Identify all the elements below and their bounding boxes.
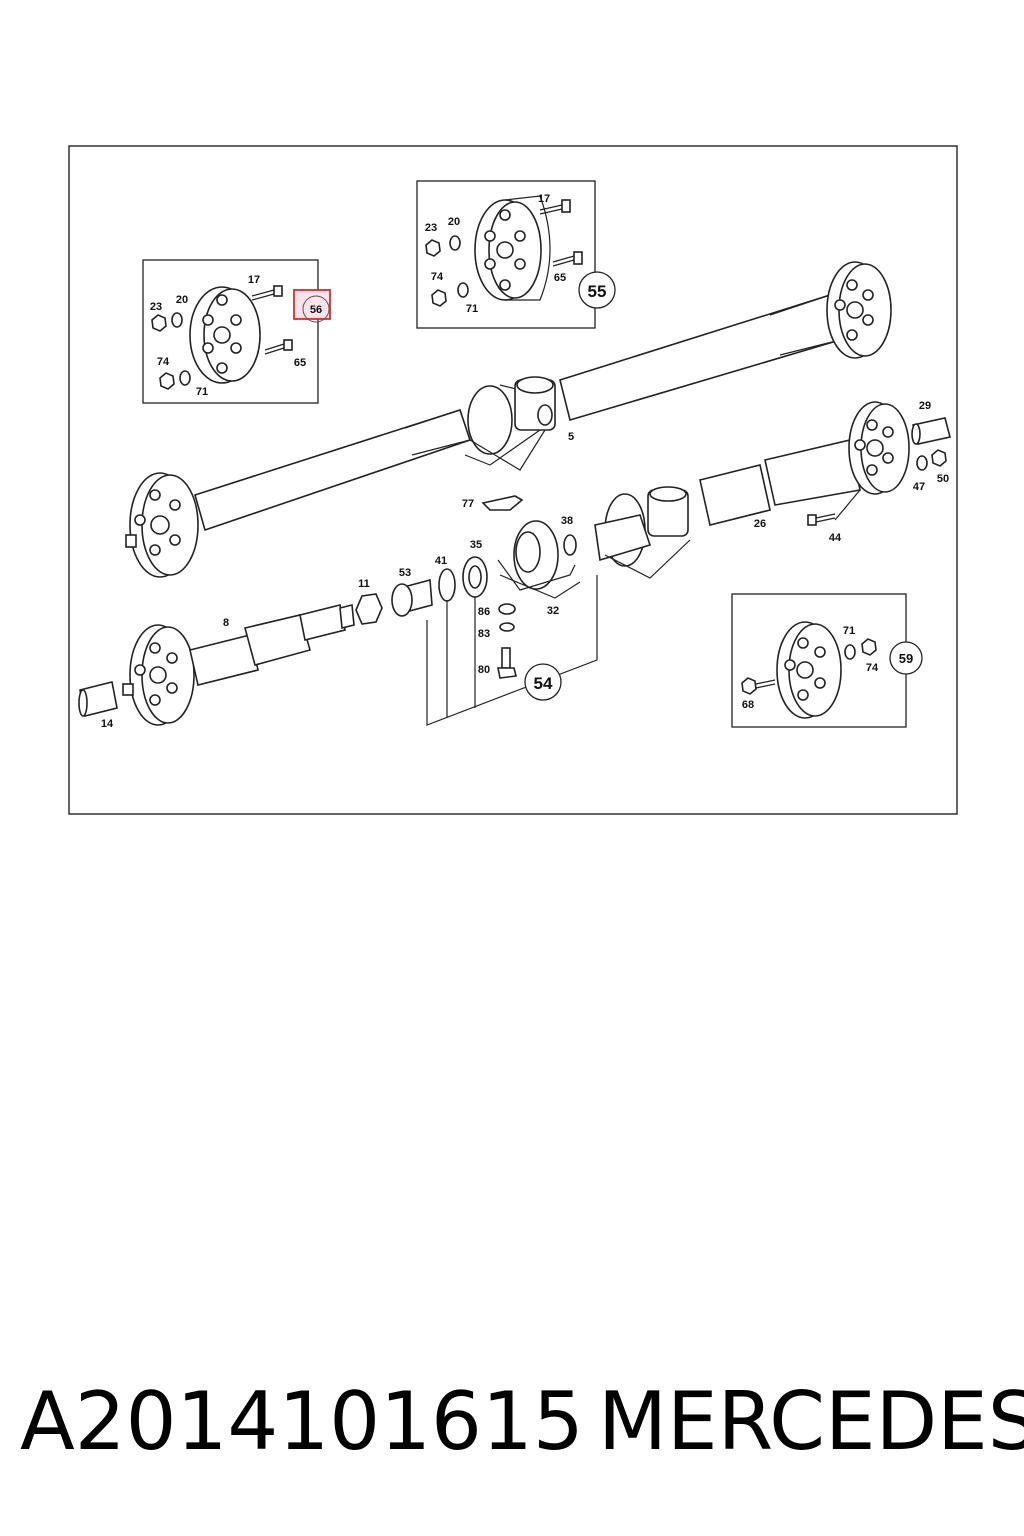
callout-54: 54 [534,674,553,693]
label-65a: 65 [294,357,306,369]
label-83: 83 [478,628,490,640]
callout-59: 59 [899,651,913,666]
label-41: 41 [435,555,447,567]
inset-box-59 [731,593,923,728]
label-17b: 17 [538,193,550,205]
label-50: 50 [937,473,949,485]
label-71a: 71 [196,386,208,398]
callout-56: 56 [310,304,322,316]
label-71b: 71 [466,303,478,315]
label-8: 8 [223,617,229,629]
footer-caption: A2014101615 MERCEDES [20,1362,1024,1482]
label-44: 44 [829,532,842,544]
label-68: 68 [742,699,754,711]
label-77: 77 [462,498,474,510]
lower-front-shaft [78,603,355,726]
label-17a: 17 [248,274,260,286]
inset-box-56 [142,259,319,404]
label-86: 86 [478,606,490,618]
label-74c: 74 [866,662,879,674]
label-53: 53 [399,567,411,579]
label-23a: 23 [150,301,162,313]
label-20a: 20 [176,294,188,306]
label-65b: 65 [554,272,566,284]
inset-box-55 [416,180,616,329]
label-29: 29 [919,400,931,412]
label-38: 38 [561,515,573,527]
brand-name: MERCEDES [598,1375,1024,1468]
diagram-frame [68,145,958,815]
label-14: 14 [101,718,114,730]
label-20b: 20 [448,216,460,228]
label-80: 80 [478,664,490,676]
label-5: 5 [568,431,574,443]
label-35: 35 [470,539,482,551]
rear-shaft-section [594,401,951,579]
callout-56-highlight[interactable] [293,289,331,320]
part-number: A2014101615 [20,1375,584,1468]
callout-55: 55 [588,282,607,301]
label-26: 26 [754,518,766,530]
label-23b: 23 [425,222,437,234]
label-74a: 74 [157,356,170,368]
upper-drive-shaft [125,261,892,578]
center-bearing-group [355,495,598,726]
label-11: 11 [358,578,370,590]
drive-shaft-exploded-diagram: 56 17 20 23 74 71 65 55 17 20 23 74 71 6… [68,145,958,815]
label-74b: 74 [431,271,444,283]
label-47: 47 [913,481,925,493]
label-71c: 71 [843,625,855,637]
label-32: 32 [547,605,559,617]
